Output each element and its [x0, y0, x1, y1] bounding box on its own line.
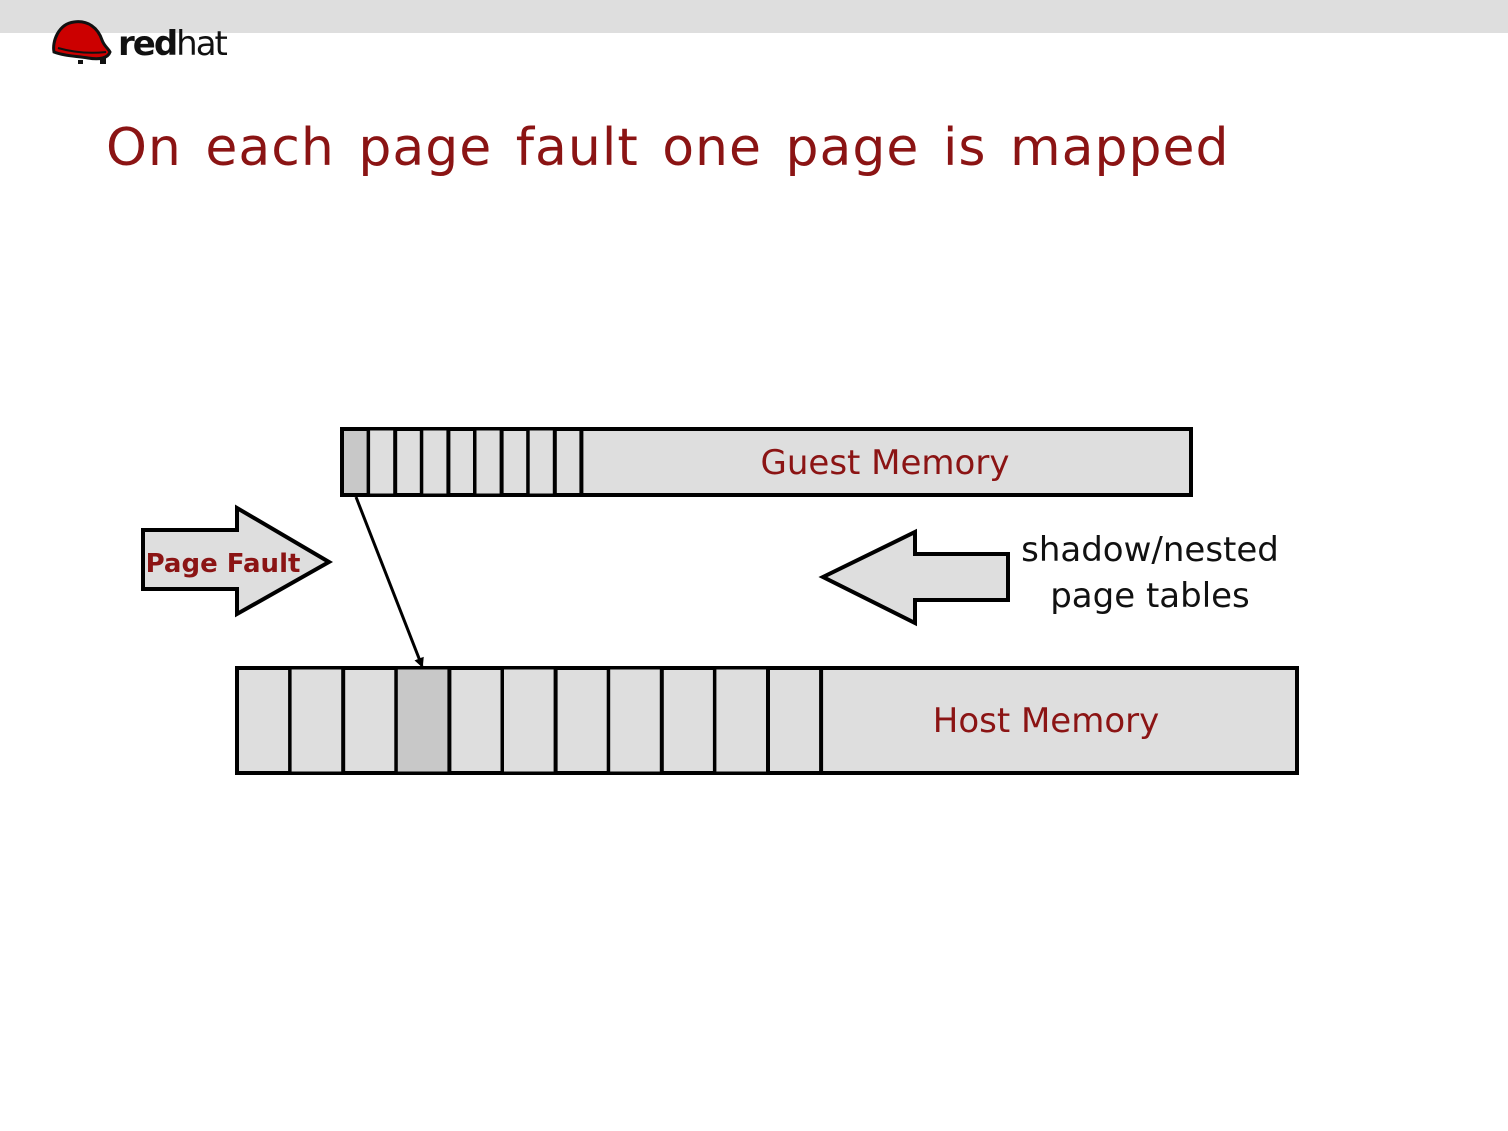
redhat-wordmark: redhat	[118, 24, 228, 64]
redhat-shadowman-icon	[52, 20, 112, 64]
top-bar	[0, 0, 1508, 33]
host-page-2	[341, 666, 399, 775]
page-tables-arrow-shape	[818, 528, 1010, 627]
host-page-3	[394, 666, 451, 775]
guest-page-8	[552, 427, 584, 497]
page-fault-arrow: Page Fault	[141, 504, 334, 618]
redhat-logo: redhat	[48, 18, 228, 68]
host-page-0	[235, 666, 293, 775]
guest-memory-label: Guest Memory	[761, 443, 1010, 483]
brand-regular: hat	[176, 24, 228, 64]
page-tables-label-line-2: page tables	[1050, 576, 1250, 616]
host-page-6	[553, 666, 611, 775]
guest-page-7	[526, 427, 557, 497]
page-tables-arrow: shadow/nested page tables	[818, 528, 1279, 627]
host-memory-block: Host Memory	[235, 666, 1299, 775]
guest-page-2	[393, 427, 424, 497]
page-fault-label: Page Fault	[146, 549, 301, 579]
page-fault-arrow-shape	[141, 504, 334, 618]
guest-page-5	[473, 427, 504, 497]
mapping-arrow	[354, 496, 424, 668]
page-tables-label-line-1: shadow/nested	[1021, 530, 1279, 570]
guest-page-6	[499, 427, 531, 497]
host-page-1	[288, 666, 345, 775]
guest-page-4	[446, 427, 477, 497]
host-page-9	[713, 666, 770, 775]
host-page-7	[607, 666, 664, 775]
guest-pages	[340, 427, 584, 497]
slide-title: On each page fault one page is mapped	[106, 118, 1230, 178]
host-page-4	[447, 666, 505, 775]
guest-memory-block: Guest Memory	[340, 427, 1193, 497]
host-page-10	[766, 666, 824, 775]
guest-page-3	[420, 427, 450, 497]
brand-bold: red	[118, 24, 178, 64]
host-page-5	[501, 666, 558, 775]
guest-page-0	[340, 427, 371, 497]
guest-page-1	[367, 427, 397, 497]
host-page-8	[659, 666, 717, 775]
host-pages	[235, 666, 824, 775]
host-memory-label: Host Memory	[933, 701, 1160, 741]
